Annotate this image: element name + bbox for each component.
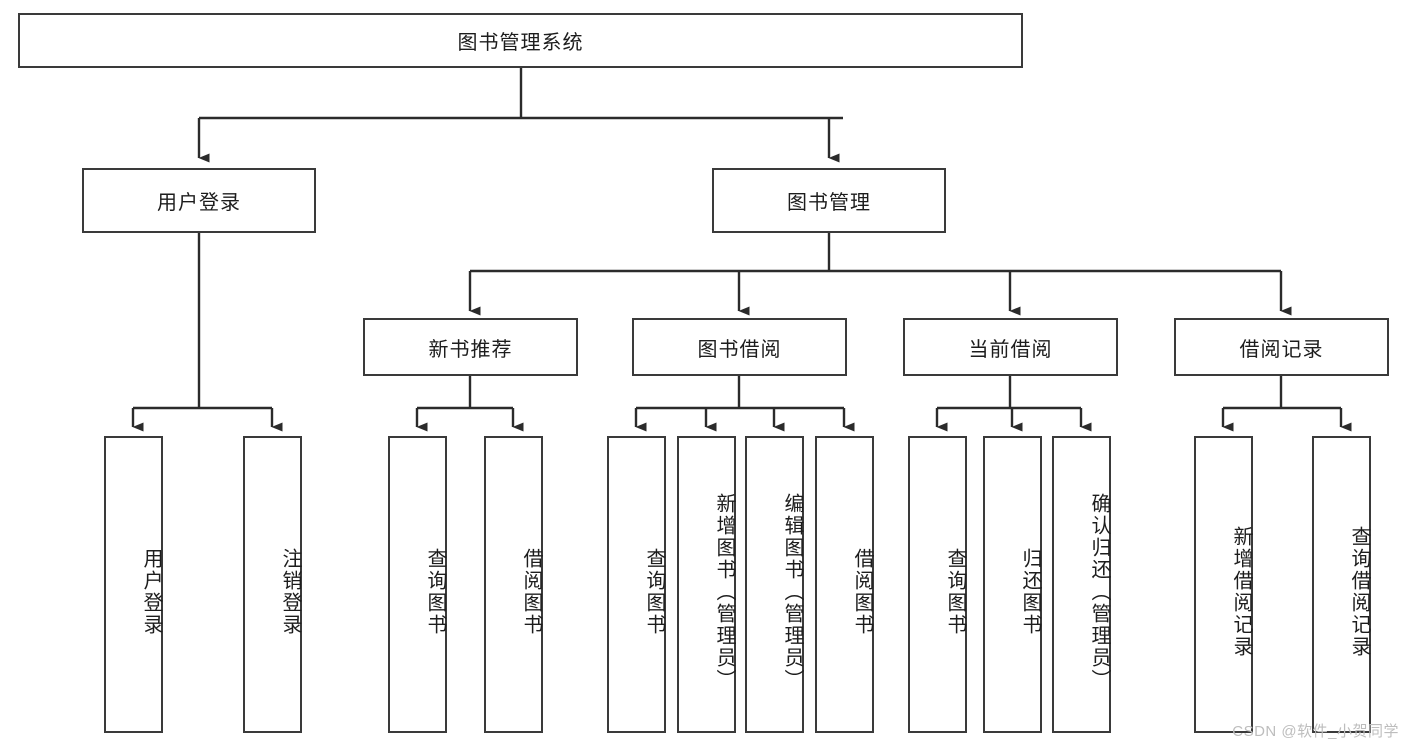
node-current-borrow[interactable]: 当前借阅 (903, 318, 1118, 376)
node-book-borrow-label: 图书借阅 (697, 338, 782, 361)
leaf-add-book[interactable]: 新增图书（管理员） (677, 436, 736, 733)
leaf-confirm-return[interactable]: 确认归还（管理员） (1052, 436, 1111, 733)
node-borrow-record-label: 借阅记录 (1239, 338, 1324, 361)
node-current-borrow-label: 当前借阅 (968, 338, 1053, 361)
leaf-user-login[interactable]: 用户登录 (104, 436, 163, 733)
node-book-manage-label: 图书管理 (787, 192, 871, 214)
leaf-return-book[interactable]: 归还图书 (983, 436, 1042, 733)
leaf-query-record[interactable]: 查询借阅记录 (1312, 436, 1371, 733)
leaf-query-book-3[interactable]: 查询图书 (908, 436, 967, 733)
node-new-book-recommend-label: 新书推荐 (428, 338, 513, 361)
node-book-borrow[interactable]: 图书借阅 (632, 318, 847, 376)
node-book-manage[interactable]: 图书管理 (712, 168, 946, 233)
leaf-query-book-1[interactable]: 查询图书 (388, 436, 447, 733)
leaf-borrow-book-2[interactable]: 借阅图书 (815, 436, 874, 733)
node-borrow-record[interactable]: 借阅记录 (1174, 318, 1389, 376)
node-new-book-recommend[interactable]: 新书推荐 (363, 318, 578, 376)
node-root[interactable]: 图书管理系统 (18, 13, 1023, 68)
watermark: CSDN @软件_小贺同学 (1232, 723, 1399, 740)
leaf-borrow-book-1[interactable]: 借阅图书 (484, 436, 543, 733)
leaf-add-record[interactable]: 新增借阅记录 (1194, 436, 1253, 733)
node-user-login[interactable]: 用户登录 (82, 168, 316, 233)
leaf-edit-book[interactable]: 编辑图书（管理员） (745, 436, 804, 733)
node-user-login-label: 用户登录 (157, 192, 241, 214)
leaf-logout-login[interactable]: 注销登录 (243, 436, 302, 733)
node-root-label: 图书管理系统 (457, 32, 584, 54)
leaf-query-book-2[interactable]: 查询图书 (607, 436, 666, 733)
